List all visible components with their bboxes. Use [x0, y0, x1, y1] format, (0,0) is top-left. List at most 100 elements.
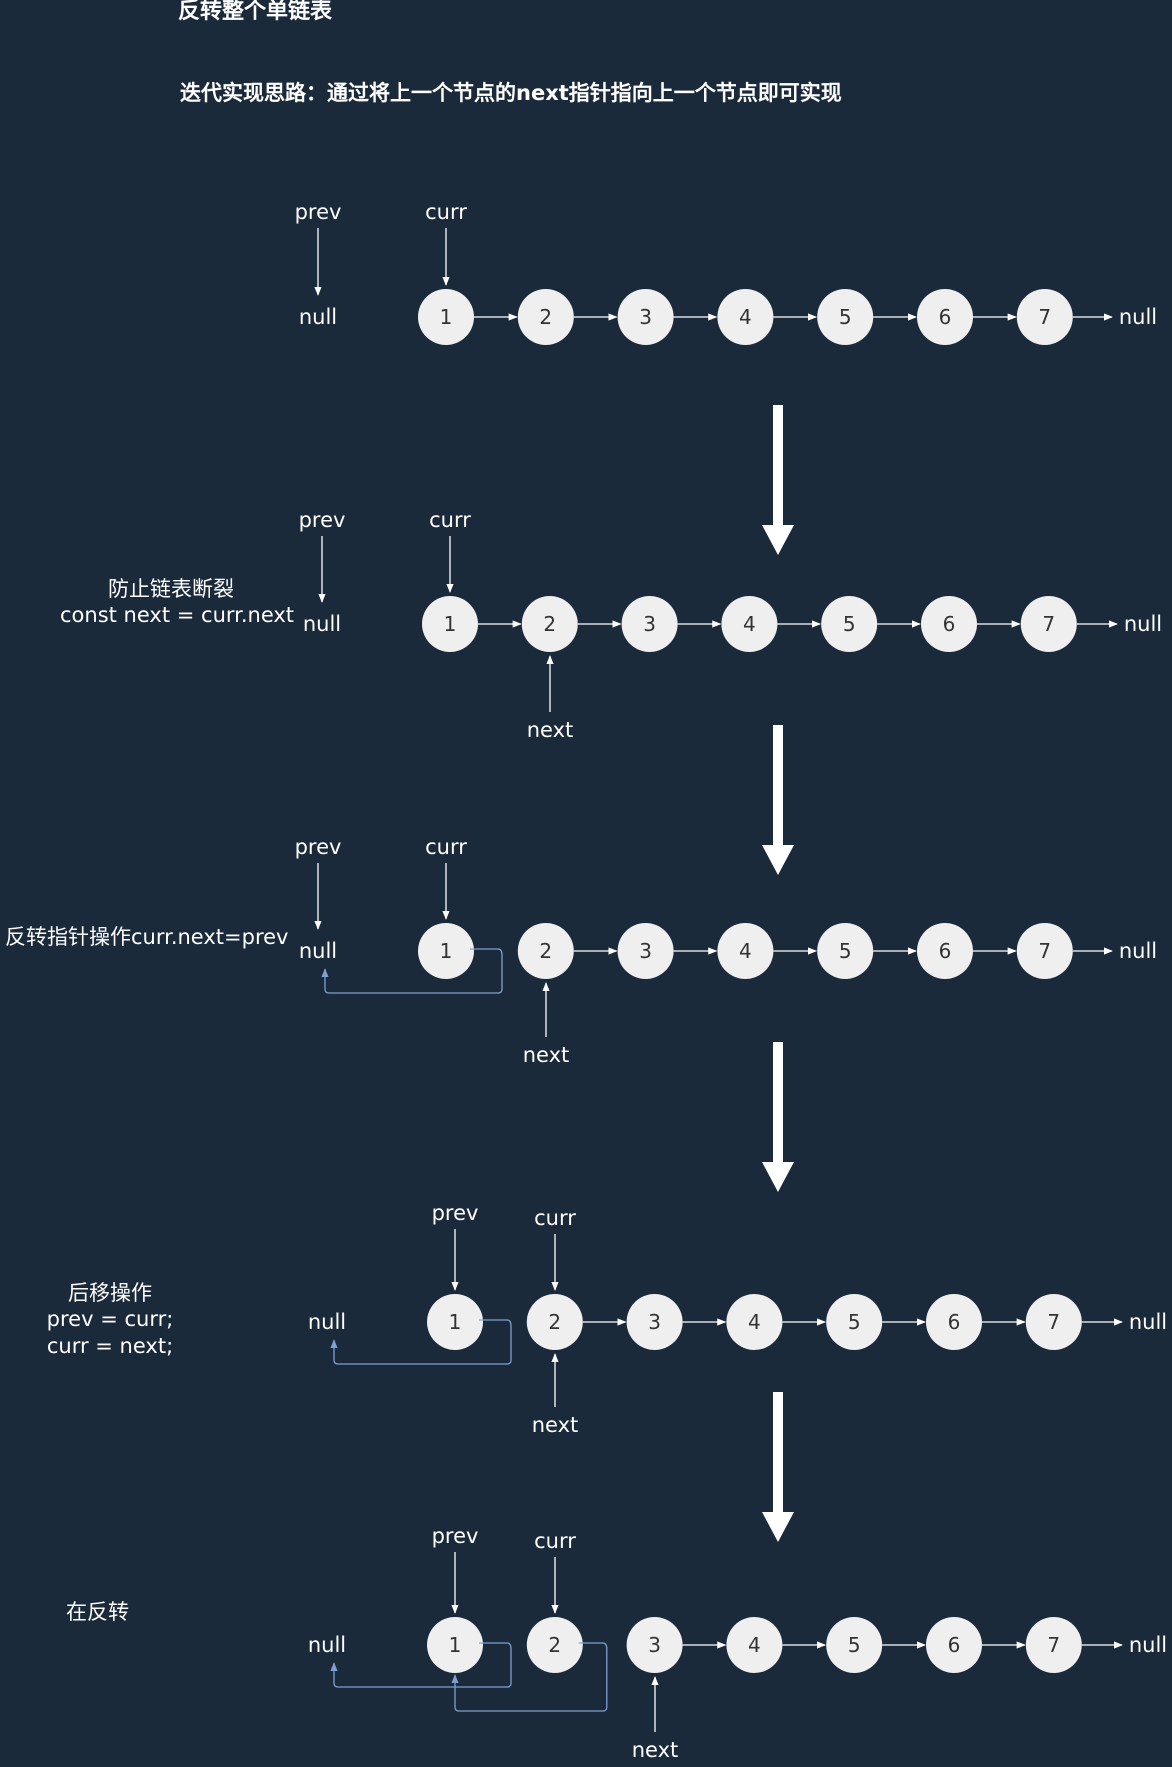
step-5-label: 在反转	[66, 1600, 129, 1624]
step-2-node-6-label: 6	[943, 612, 956, 636]
step-4-node-1	[427, 1294, 483, 1350]
step-5-node-7	[1025, 1617, 1082, 1673]
step-4-node-7	[1025, 1294, 1082, 1350]
step-3-node-7	[1016, 923, 1073, 979]
step-5-prev-label: prev	[432, 1524, 479, 1548]
step-1-curr-label: curr	[425, 200, 467, 224]
step-3-node-1-label: 1	[440, 939, 453, 963]
step-5-node-2	[526, 1617, 583, 1673]
step-4-node-7-label: 7	[1047, 1310, 1060, 1334]
step-3-node-5-label: 5	[839, 939, 852, 963]
step-2-prev-label: prev	[299, 508, 346, 532]
transition-arrow-2-shaft	[773, 725, 783, 847]
step-3-node-3-label: 3	[639, 939, 652, 963]
step-3-reversed-link-1-null	[321, 948, 503, 994]
transition-arrow-1-head	[762, 525, 794, 555]
step-3-label: 反转指针操作curr.next=prev	[5, 925, 289, 949]
transition-arrow-4-shaft	[773, 1392, 783, 1514]
step-5-node-5	[826, 1617, 883, 1673]
step-1-node-4-label: 4	[739, 305, 752, 329]
step-5-node-7-label: 7	[1047, 1633, 1060, 1657]
step-5-node-5-label: 5	[848, 1633, 861, 1657]
step-1-node-3	[617, 289, 674, 345]
step-5-null-left: null	[308, 1633, 346, 1657]
step-2-node-6	[921, 596, 977, 652]
transition-arrow-3-head	[762, 1162, 794, 1192]
step-3-node-4-label: 4	[739, 939, 752, 963]
step-4-node-4-label: 4	[748, 1310, 761, 1334]
step-5-node-4	[726, 1617, 783, 1673]
step-5-null-right: null	[1129, 1633, 1167, 1657]
step-3-null-right: null	[1119, 939, 1157, 963]
step-4-null-right: null	[1129, 1310, 1167, 1334]
step-3-curr-label: curr	[425, 835, 467, 859]
step-2-node-2-label: 2	[543, 612, 556, 636]
step-3-node-5	[817, 923, 874, 979]
step-1-node-3-label: 3	[639, 305, 652, 329]
step-2-node-3-label: 3	[643, 612, 656, 636]
step-3-node-6	[917, 923, 973, 979]
step-5-next-label: next	[632, 1738, 679, 1762]
step-5-node-6-label: 6	[948, 1633, 961, 1657]
step-1-node-7-label: 7	[1038, 305, 1051, 329]
step-5-node-2-label: 2	[548, 1633, 561, 1657]
step-4-node-5-label: 5	[848, 1310, 861, 1334]
step-1-null-right: null	[1119, 305, 1157, 329]
step-1-node-5-label: 5	[839, 305, 852, 329]
transition-arrow-2-head	[762, 845, 794, 875]
step-2-node-3	[621, 596, 678, 652]
step-4-curr-label: curr	[534, 1206, 576, 1230]
step-3-node-1	[418, 923, 474, 979]
step-1-node-6-label: 6	[939, 305, 952, 329]
step-4-node-6-label: 6	[948, 1310, 961, 1334]
step-2-node-4-label: 4	[743, 612, 756, 636]
step-4-reversed-link-1-null	[330, 1319, 512, 1365]
step-1-node-1-label: 1	[440, 305, 453, 329]
step-2-next-label: next	[527, 718, 574, 742]
step-2-node-5	[821, 596, 878, 652]
step-3-prev-label: prev	[295, 835, 342, 859]
step-1-node-2-label: 2	[539, 305, 552, 329]
step-5-node-4-label: 4	[748, 1633, 761, 1657]
step-4-node-3-label: 3	[648, 1310, 661, 1334]
step-3-node-7-label: 7	[1038, 939, 1051, 963]
step-1-node-4	[717, 289, 774, 345]
step-1-node-1	[418, 289, 474, 345]
transition-arrow-4-head	[762, 1512, 794, 1542]
step-5-node-3-label: 3	[648, 1633, 661, 1657]
step-4-node-3	[626, 1294, 683, 1350]
diagram-title: 反转整个单链表	[178, 0, 333, 24]
step-4-null-left: null	[308, 1310, 346, 1334]
step-4-node-6	[926, 1294, 982, 1350]
step-4-node-5	[826, 1294, 883, 1350]
step-4-node-2	[526, 1294, 583, 1350]
step-4-node-1-label: 1	[449, 1310, 462, 1334]
step-2-node-2	[521, 596, 578, 652]
step-2-node-1-label: 1	[444, 612, 457, 636]
transition-arrow-1-shaft	[773, 405, 783, 527]
step-2-label: 防止链表断裂 const next = curr.next	[60, 577, 295, 628]
step-3-node-2-label: 2	[539, 939, 552, 963]
transition-arrow-3-shaft	[773, 1042, 783, 1164]
step-1-node-7	[1016, 289, 1073, 345]
step-5-node-1-label: 1	[449, 1633, 462, 1657]
step-4-label: 后移操作 prev = curr; curr = next;	[46, 1281, 174, 1358]
step-2-node-7	[1020, 596, 1077, 652]
step-2-null-left: null	[303, 612, 341, 636]
step-3-null-left: null	[299, 939, 337, 963]
diagram-subtitle: 迭代实现思路：通过将上一个节点的next指针指向上一个节点即可实现	[180, 81, 842, 105]
step-2-null-right: null	[1124, 612, 1162, 636]
step-3-node-4	[717, 923, 774, 979]
step-2-node-4	[721, 596, 778, 652]
step-1-prev-label: prev	[295, 200, 342, 224]
step-1-node-2	[517, 289, 574, 345]
step-2-node-1	[422, 596, 478, 652]
step-2-node-7-label: 7	[1042, 612, 1055, 636]
step-3-node-2	[517, 923, 574, 979]
step-5-node-1	[427, 1617, 483, 1673]
step-3-node-3	[617, 923, 674, 979]
step-5-node-6	[926, 1617, 982, 1673]
step-4-node-2-label: 2	[548, 1310, 561, 1334]
